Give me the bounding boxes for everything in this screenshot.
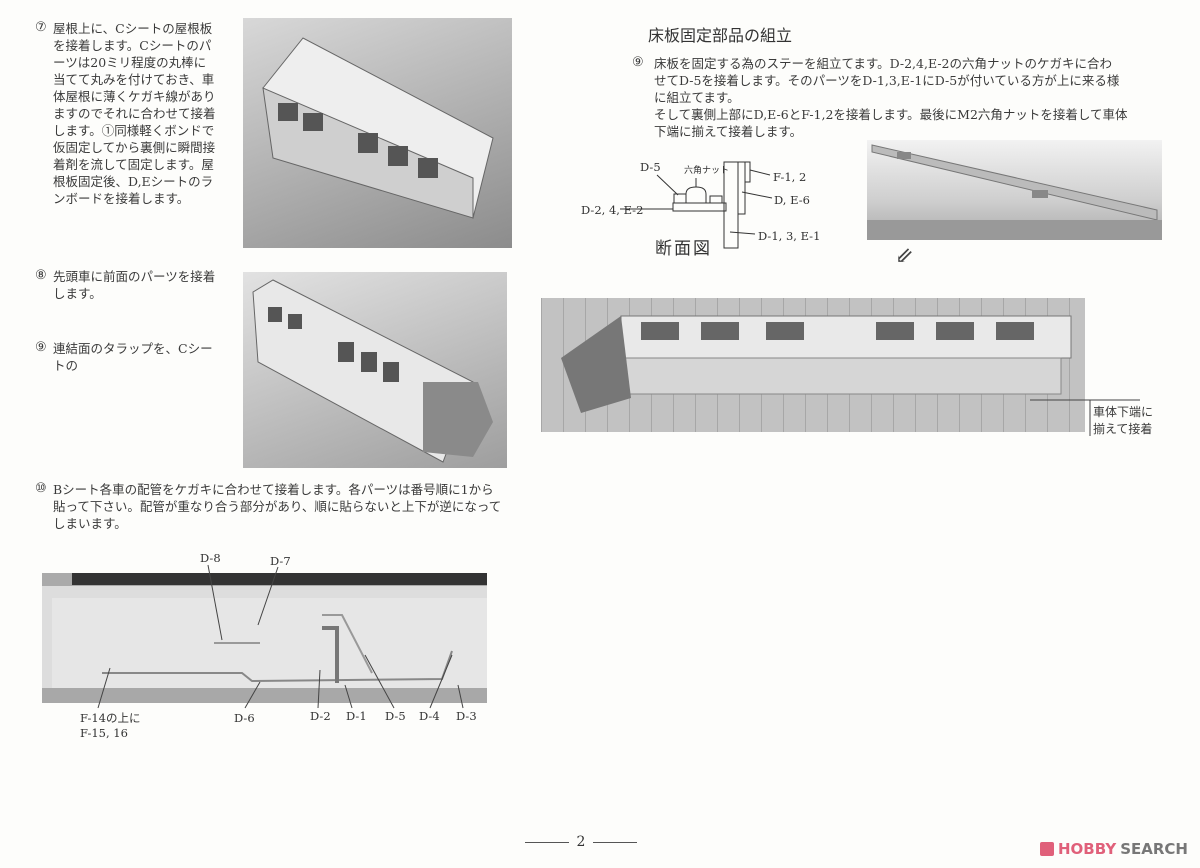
page-number: 2 xyxy=(525,834,638,850)
text-line: せてD-5を接着します。そのパーツをD-1,3,E-1にD-5が付いている方が上… xyxy=(654,73,1120,88)
step-7-text: 屋根上に、Cシートの屋根板を接着します。Cシートのパーツは20ミリ程度の丸棒に当… xyxy=(53,21,216,206)
watermark-part2: SEARCH xyxy=(1120,840,1188,858)
diagram-label-f12: F-1, 2 xyxy=(773,170,807,184)
step-9-left-marker: ⑨ xyxy=(35,340,47,355)
diagram-label-d5: D-5 xyxy=(640,160,661,174)
step-7-marker: ⑦ xyxy=(35,20,47,35)
label-f14: F-14の上に xyxy=(80,711,141,725)
step-9-left-text: 連結面のタラップを、Cシートの xyxy=(53,341,213,373)
arrow-down-left-icon: ⇙ xyxy=(895,244,914,269)
text-line: 揃えて接着 xyxy=(1093,422,1153,436)
page-number-text: 2 xyxy=(576,834,586,850)
front-car-photo xyxy=(243,272,507,468)
diagram-label-de6: D, E-6 xyxy=(774,193,810,207)
text-line: に組立てます。 xyxy=(654,90,740,105)
text-line: 車体下端に xyxy=(1093,405,1154,419)
label-d4: D-4 xyxy=(419,709,440,723)
section-title: 床板固定部品の組立 xyxy=(648,26,793,45)
hobby-search-logo-icon xyxy=(1040,842,1054,856)
stay-part-photo xyxy=(867,140,1162,240)
step-8-text: 先頭車に前面のパーツを接着します。 xyxy=(53,269,216,301)
label-d3: D-3 xyxy=(456,709,477,723)
step-9-right-text: 床板を固定する為のステーを組立てます。D-2,4,E-2の六角ナットのケガキに合… xyxy=(654,55,1174,140)
text-line: 下端に揃えて接着します。 xyxy=(654,124,803,139)
text-line: そして裏側上部にD,E-6とF-1,2を接着します。最後にM2六角ナットを接着し… xyxy=(654,107,1128,122)
step-8-marker: ⑧ xyxy=(35,268,47,283)
step-10-marker: ⑩ xyxy=(35,481,47,496)
hobby-search-watermark: HOBBY SEARCH xyxy=(1040,840,1188,858)
watermark-part1: HOBBY xyxy=(1058,840,1117,858)
piping-photo xyxy=(42,573,487,703)
label-d5: D-5 xyxy=(385,709,406,723)
diagram-label-d24e2: D-2, 4, E-2 xyxy=(581,203,644,217)
label-d8: D-8 xyxy=(200,551,221,565)
label-d7: D-7 xyxy=(270,554,291,568)
floor-assembly-photo xyxy=(541,298,1085,432)
step-10-text: Bシート各車の配管をケガキに合わせて接着します。各パーツは番号順に1から貼って下… xyxy=(53,482,502,531)
text-line: 床板を固定する為のステーを組立てます。D-2,4,E-2の六角ナットのケガキに合… xyxy=(654,56,1112,71)
diagram-label-nut: 六角ナット xyxy=(684,166,730,176)
step-9-right-marker: ⑨ xyxy=(632,55,644,70)
diagram-caption: 断面図 xyxy=(655,239,712,259)
label-d6: D-6 xyxy=(234,711,255,725)
diagram-label-d13e1: D-1, 3, E-1 xyxy=(758,229,821,243)
roof-photo xyxy=(243,18,512,248)
label-d2: D-2 xyxy=(310,709,331,723)
label-d1: D-1 xyxy=(346,709,367,723)
label-f15-16: F-15, 16 xyxy=(80,726,128,740)
bottom-note: 車体下端に 揃えて接着 xyxy=(1093,404,1153,438)
